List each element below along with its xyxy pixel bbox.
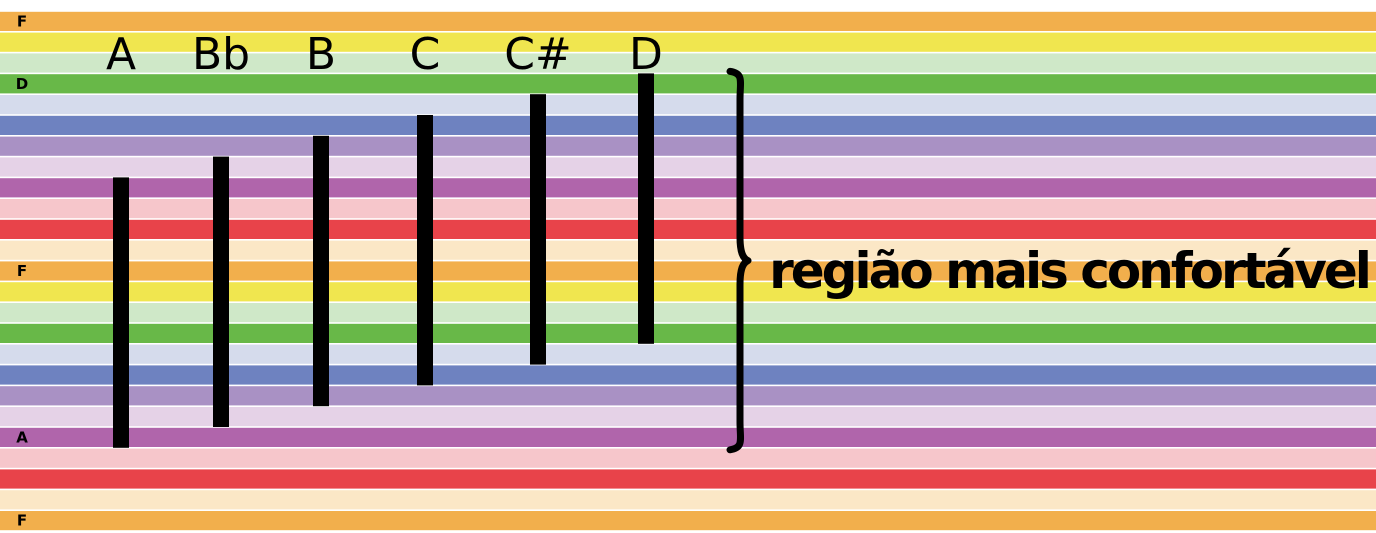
pitch-stripe (0, 469, 1376, 489)
pitch-stripe (0, 386, 1376, 406)
pitch-stripe (0, 448, 1376, 468)
pitch-row-label: A (16, 428, 28, 446)
voice-range-bar (417, 115, 433, 386)
voice-range-bar (213, 156, 229, 427)
voice-range-bar (313, 135, 329, 407)
pitch-stripe (0, 261, 1376, 281)
voice-key-label: D (629, 29, 663, 80)
pitch-stripe (0, 303, 1376, 323)
voice-key-label: Bb (192, 29, 250, 80)
pitch-row-label: F (17, 262, 27, 280)
pitch-stripe (0, 240, 1376, 260)
pitch-stripe (0, 407, 1376, 427)
voice-key-labels: A Bb B C C# D (106, 29, 663, 80)
pitch-stripe (0, 323, 1376, 343)
pitch-stripes (0, 11, 1376, 531)
pitch-stripe (0, 136, 1376, 156)
voice-range-bar (638, 73, 654, 344)
pitch-row-label: F (17, 12, 27, 30)
voice-key-label: C (410, 29, 441, 80)
pitch-stripe (0, 53, 1376, 73)
pitch-stripe (0, 344, 1376, 364)
pitch-stripe (0, 11, 1376, 32)
voice-range-bars (113, 73, 654, 448)
pitch-stripe (0, 157, 1376, 177)
voice-key-label: C# (504, 29, 572, 80)
pitch-stripe (0, 199, 1376, 219)
pitch-stripe (0, 490, 1376, 510)
voice-key-label: B (306, 29, 336, 80)
pitch-stripe (0, 365, 1376, 385)
voice-range-bar (113, 177, 129, 448)
pitch-stripe (0, 74, 1376, 94)
comfort-region-brace (726, 67, 752, 454)
voice-key-label: A (106, 29, 136, 80)
pitch-stripe (0, 427, 1376, 447)
pitch-stripe (0, 511, 1376, 531)
pitch-row-label: F (17, 512, 27, 530)
pitch-row-labels: F D F A F (16, 12, 28, 529)
pitch-stripe (0, 115, 1376, 135)
pitch-stripe (0, 282, 1376, 302)
pitch-stripe (0, 178, 1376, 198)
voice-range-bar (530, 94, 546, 365)
pitch-stripe (0, 219, 1376, 239)
pitch-row-label: D (16, 75, 28, 93)
pitch-stripe (0, 32, 1376, 52)
pitch-stripe (0, 95, 1376, 115)
comfort-region-label: região mais confortável (769, 242, 1369, 300)
